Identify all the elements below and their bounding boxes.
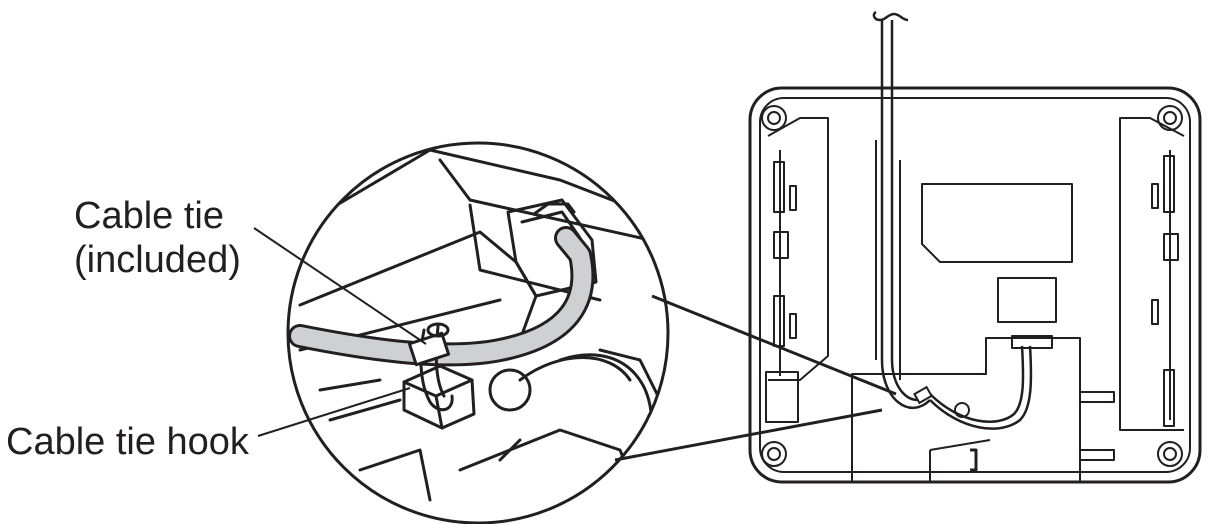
cable-tie-leader <box>253 227 427 345</box>
cable-tie-hook-leader <box>257 387 411 437</box>
left-wall-rail <box>767 117 829 381</box>
cable-tie-label: Cable tie (included) <box>74 194 241 282</box>
leader-lines <box>253 227 427 437</box>
cable-tie-hook-shape <box>402 364 476 430</box>
cable-tie-label-line1: Cable tie <box>74 195 224 237</box>
callout-cone <box>614 294 897 462</box>
corner-screws <box>761 105 1183 467</box>
magnified-detail-view <box>286 141 670 524</box>
cable-tie-label-line2: (included) <box>74 239 241 281</box>
lower-cover <box>851 337 1081 483</box>
cable-tie-hook-label: Cable tie hook <box>6 421 249 463</box>
small-plate <box>997 277 1057 323</box>
label-plate <box>921 183 1073 263</box>
right-wall-rail <box>1119 117 1185 431</box>
phone-cable-routing <box>872 10 1033 430</box>
phone-base-rear <box>748 86 1202 484</box>
